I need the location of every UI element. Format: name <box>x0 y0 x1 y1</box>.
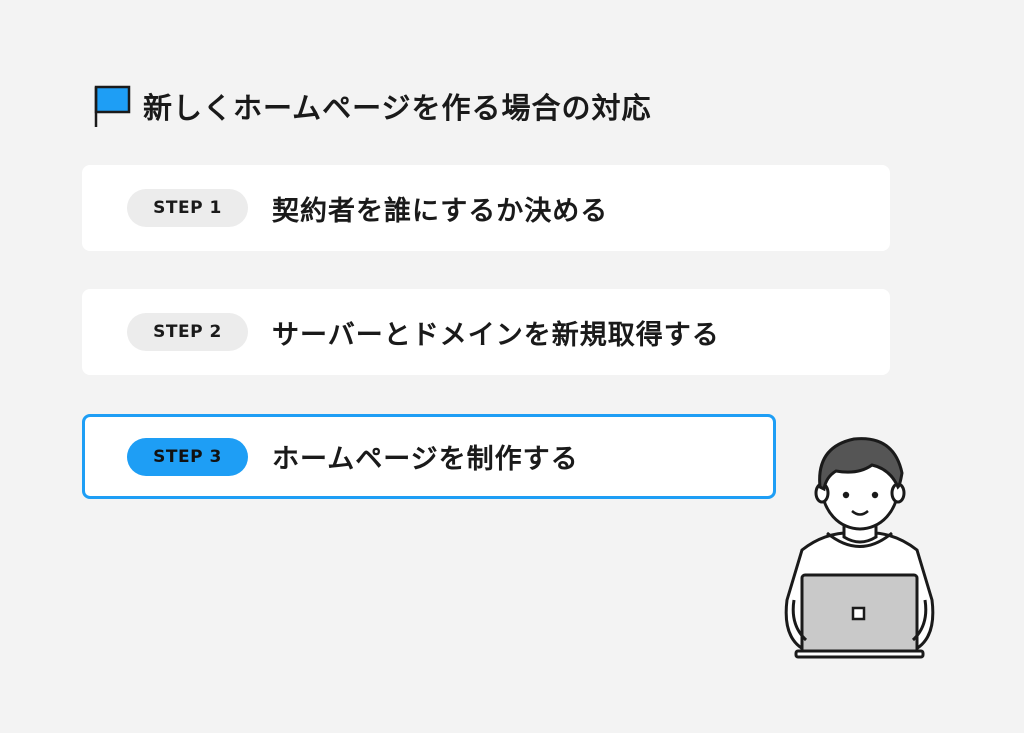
step-text: 契約者を誰にするか決める <box>272 195 609 227</box>
person-with-laptop-illustration <box>784 437 935 659</box>
page-title: 新しくホームページを作る場合の対応 <box>143 91 652 125</box>
flag-icon <box>94 85 131 127</box>
step-badge: STEP 2 <box>127 313 248 351</box>
step-card-1: STEP 1 契約者を誰にするか決める <box>82 165 890 251</box>
step-badge: STEP 3 <box>127 437 248 476</box>
page-heading: 新しくホームページを作る場合の対応 <box>93 84 652 128</box>
step-badge: STEP 1 <box>127 189 248 227</box>
step-text: サーバーとドメインを新規取得する <box>272 319 720 351</box>
step-card-2: STEP 2 サーバーとドメインを新規取得する <box>82 289 890 375</box>
step-card-3-highlighted: STEP 3 ホームページを制作する <box>82 414 776 499</box>
step-text: ホームページを制作する <box>272 444 579 475</box>
